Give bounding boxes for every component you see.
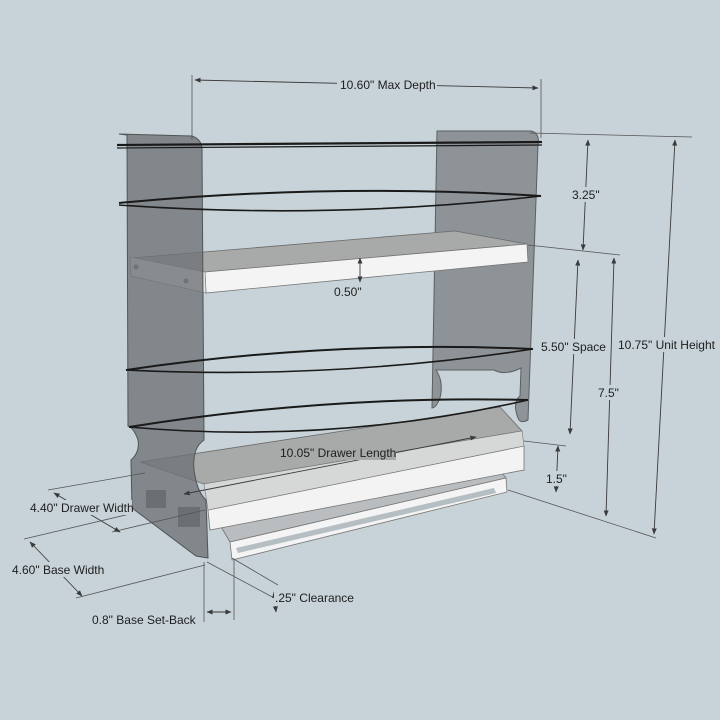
drawer-length-label: 10.05" Drawer Length (280, 446, 396, 460)
space-label: 5.50" Space (541, 340, 606, 354)
base-setback-label: 0.8" Base Set-Back (92, 613, 197, 627)
top-rail-upper (116, 140, 543, 147)
upper-space-label: 3.25" (572, 188, 600, 202)
base-foot (146, 490, 166, 508)
top-rail-lower (118, 189, 542, 204)
max-depth-label: 10.60" Max Depth (340, 78, 436, 92)
base-width-label: 4.60" Base Width (12, 563, 104, 577)
top-rail-lower-2 (118, 195, 542, 212)
lower-height-label: 7.5" (598, 386, 619, 400)
base-height-label: 1.5" (546, 472, 567, 486)
dimension-labels: 10.60" Max Depth 3.25" 0.50" 5.50" Space… (10, 77, 716, 628)
base-foot (178, 507, 200, 527)
middle-rail-upper-2 (125, 348, 534, 374)
shelf-thickness-label: 0.50" (334, 285, 362, 299)
drawer-slide-rail (236, 488, 496, 553)
clearance-label: .25" Clearance (275, 591, 354, 605)
rack-illustration (116, 130, 543, 561)
lower-rail-upper-2 (128, 399, 529, 433)
back-side-panel (431, 130, 539, 423)
drawer-width-label: 4.40" Drawer Width (30, 501, 134, 515)
lower-rail-upper (128, 398, 529, 428)
middle-rail-upper (125, 345, 534, 371)
top-rail-upper-2 (116, 144, 543, 149)
unit-height-label: 10.75" Unit Height (618, 338, 716, 352)
